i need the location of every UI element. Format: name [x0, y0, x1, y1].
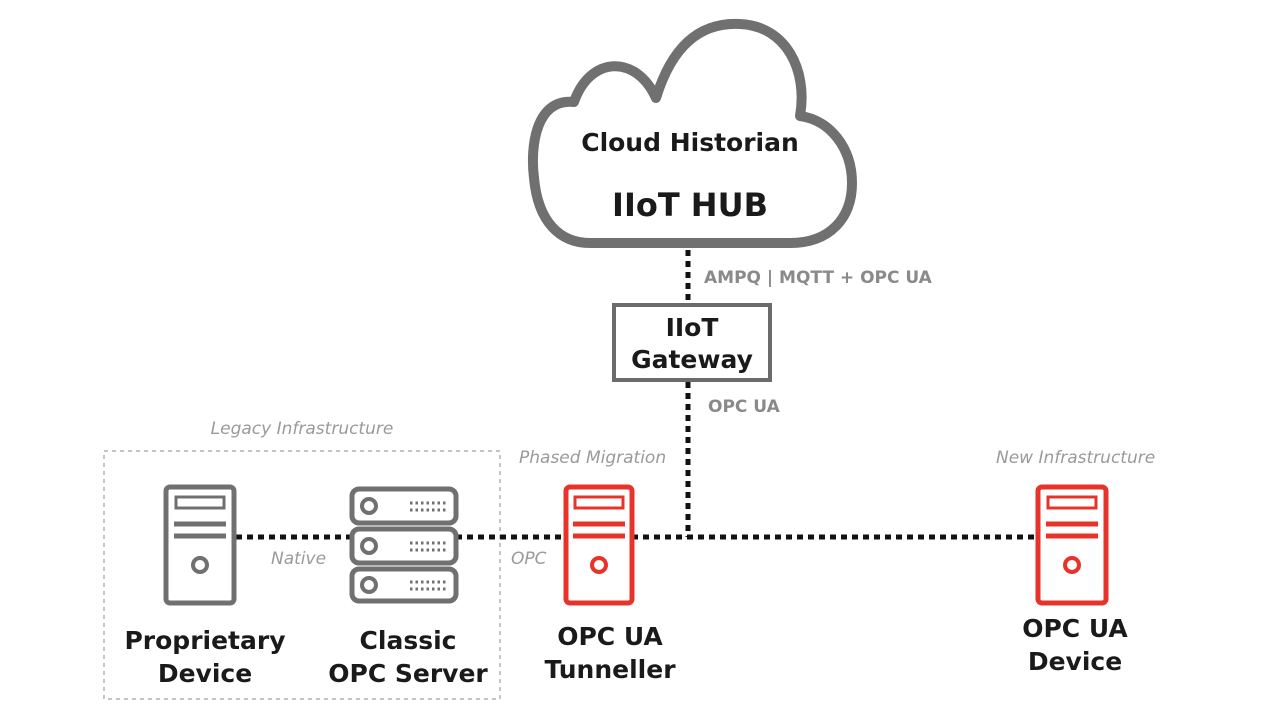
native-connection-label: Native	[271, 549, 327, 569]
iiot-gateway-box	[612, 303, 772, 382]
classic-opc-server-icon	[349, 486, 459, 604]
gateway-protocol-label: OPC UA	[708, 397, 780, 417]
opc-ua-device-label: OPC UA Device	[1022, 614, 1128, 676]
cloud-historian-label: Cloud Historian	[581, 128, 799, 157]
opc-ua-tunneller-icon	[563, 484, 635, 606]
proprietary-device-icon	[163, 484, 237, 606]
iiot-gateway-label: IIoT Gateway	[631, 313, 753, 374]
cloud-icon	[527, 18, 857, 248]
cloud-protocol-label: AMPQ | MQTT + OPC UA	[704, 268, 932, 288]
opc-connection-label: OPC	[511, 549, 547, 569]
opc-ua-tunneller-label: OPC UA Tunneller	[544, 622, 676, 684]
proprietary-device-label: Proprietary Device	[124, 626, 286, 688]
legacy-zone-box	[103, 450, 501, 700]
iiot-hub-title: IIoT HUB	[612, 186, 768, 224]
classic-opc-server-label: Classic OPC Server	[328, 626, 488, 688]
phased-migration-label: Phased Migration	[519, 448, 667, 468]
opc-ua-device-icon	[1035, 484, 1109, 606]
connection-lines	[236, 250, 1038, 540]
new-infrastructure-label: New Infrastructure	[996, 448, 1156, 468]
legacy-infrastructure-label: Legacy Infrastructure	[210, 419, 394, 439]
